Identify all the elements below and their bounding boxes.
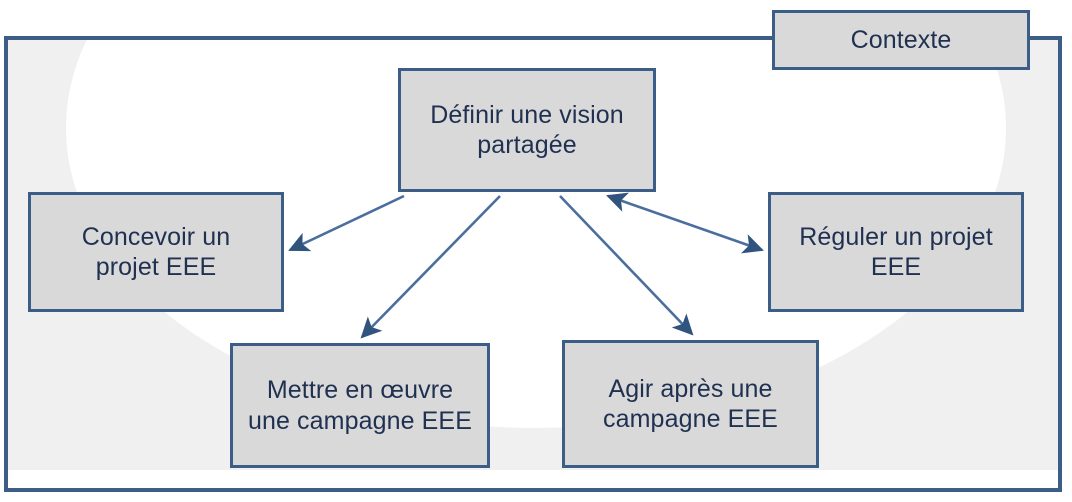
node-reguler-line2: EEE: [870, 253, 922, 281]
node-mettre-line2: une campagne EEE: [248, 406, 472, 435]
node-agir-apres-une-campagne-eee[interactable]: Agir après une campagne EEE: [562, 340, 819, 468]
white-inner-ellipse: [66, 0, 1006, 428]
node-vision-line2: partagée: [477, 131, 577, 159]
node-definir-une-vision-partagee[interactable]: Définir une vision partagée: [398, 68, 656, 192]
arrow-vision-to-reguler: [606, 192, 764, 254]
node-agir-line1: Agir après une: [608, 374, 773, 403]
node-concevoir-line1: Concevoir un: [81, 222, 231, 251]
arrow-vision-to-agir: [559, 195, 694, 336]
node-agir-label: Agir après une campagne EEE: [573, 374, 808, 435]
arrow-vision-to-mettre: [360, 195, 501, 339]
node-reguler-line1: Réguler un projet: [799, 222, 993, 251]
node-reguler-label: Réguler un projet EEE: [779, 222, 1013, 283]
node-concevoir-un-projet-eee[interactable]: Concevoir un projet EEE: [28, 192, 284, 312]
node-mettre-label: Mettre en œuvre une campagne EEE: [241, 375, 479, 436]
node-mettre-en-oeuvre-une-campagne-eee[interactable]: Mettre en œuvre une campagne EEE: [230, 343, 490, 468]
node-contexte-label: Contexte: [850, 25, 952, 54]
node-concevoir-line2: projet EEE: [95, 253, 217, 281]
node-vision-line1: Définir une vision: [430, 100, 624, 129]
node-mettre-line1: Mettre en œuvre: [266, 376, 454, 404]
frame-outline-path: [4, 36, 1062, 492]
node-agir-line2: campagne EEE: [603, 405, 778, 433]
arrow-vision-to-concevoir: [288, 194, 405, 252]
node-vision-label: Définir une vision partagée: [409, 100, 645, 161]
node-contexte[interactable]: Contexte: [772, 10, 1030, 70]
white-bottom-band: [6, 470, 1060, 492]
node-concevoir-label: Concevoir un projet EEE: [39, 222, 273, 283]
node-reguler-un-projet-eee[interactable]: Réguler un projet EEE: [768, 192, 1024, 312]
